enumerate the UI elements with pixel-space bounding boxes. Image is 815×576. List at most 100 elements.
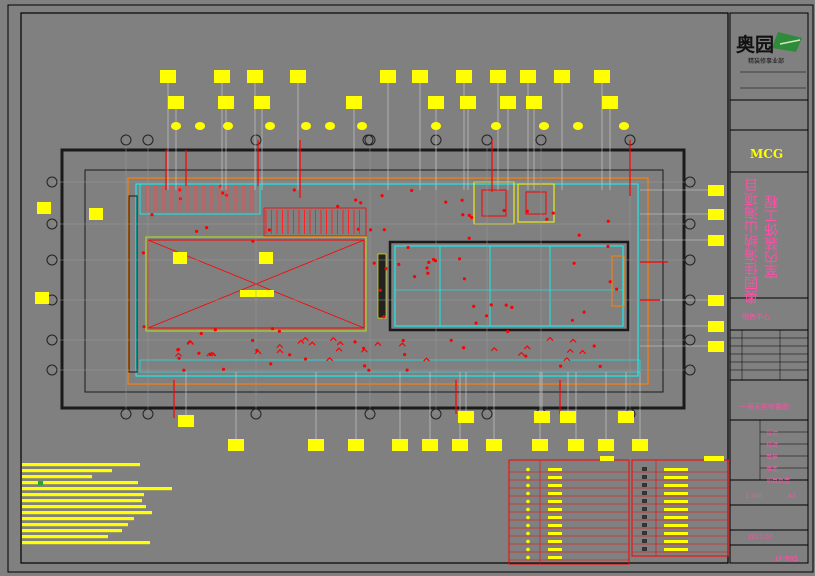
legend-symbol: [642, 515, 647, 519]
annotation-marker: [195, 122, 205, 130]
sig-row-2: 校对: [766, 442, 779, 449]
legend-symbol: [642, 539, 647, 543]
annotation-tag: [534, 411, 550, 423]
fixture-dot: [267, 228, 271, 232]
legend-symbol: [526, 523, 530, 528]
fixture-dot: [525, 209, 530, 213]
fixture-dot: [460, 198, 464, 202]
annotation-tag: [37, 202, 51, 214]
fixture-chevron: [301, 336, 309, 342]
note-line: [22, 487, 172, 491]
grid-bubble-bottom: [120, 408, 132, 420]
annotation-tag: [392, 439, 408, 451]
fixture-dot: [551, 211, 555, 215]
fixture-dot: [367, 368, 371, 372]
grid-bubble-bottom: [142, 408, 154, 420]
legend-symbol: [526, 499, 530, 504]
annotation-tag: [35, 292, 49, 304]
annotation-tag: [460, 96, 476, 109]
legend-symbol: [526, 467, 530, 472]
grid-bubble-bottom: [250, 408, 262, 420]
annotation-tag: [632, 439, 648, 451]
legend-symbol: [642, 507, 647, 511]
annotation-tag: [218, 96, 234, 109]
fixture-dot: [608, 280, 612, 284]
legend-label: [548, 532, 562, 535]
fixture-chevron: [517, 351, 525, 356]
legend-label: [548, 484, 562, 487]
right-rooms-wall: [388, 240, 630, 332]
fixture-dot: [384, 267, 388, 271]
fixture-dot: [474, 321, 478, 325]
legend-label: [548, 540, 562, 543]
fixture-strip: [193, 185, 198, 211]
fixture-dot: [467, 236, 471, 240]
grid-bubble-top: [535, 134, 547, 146]
fixture-dot: [353, 340, 357, 344]
annotation-marker: [301, 122, 311, 130]
main-hall-tag: [240, 290, 274, 297]
fixture-dot: [397, 262, 401, 266]
fixture-dot: [444, 200, 448, 204]
legend-header-tag: [600, 456, 614, 461]
fixture-dot: [292, 188, 296, 192]
fixture-chevron: [308, 341, 316, 346]
annotation-tags: [35, 70, 724, 451]
legend-symbol: [526, 491, 530, 496]
grid-bubble-left: [46, 218, 58, 230]
fixture-dot: [582, 310, 586, 314]
fixture-dot: [426, 271, 430, 275]
annotation-tag: [348, 439, 364, 451]
fixture-dot: [570, 318, 575, 322]
legend-label: [548, 516, 562, 519]
annotation-tag: [168, 96, 184, 109]
fixture-chevron: [206, 352, 214, 357]
annotation-tag: [708, 209, 724, 220]
grid-bubble-right: [684, 334, 696, 346]
legend-label: [548, 476, 562, 479]
fixture-strip: [225, 185, 230, 211]
fixture-chevron: [490, 346, 498, 352]
legend-label: [664, 516, 688, 519]
fixture-chevron: [276, 349, 284, 354]
fixture-dot: [251, 338, 255, 343]
annotation-tag: [526, 96, 542, 109]
annotation-tag: [89, 208, 103, 220]
fixture-strip: [217, 185, 222, 211]
legend-label: [664, 476, 688, 479]
fixture-dot: [363, 364, 367, 368]
annotation-tag: [247, 70, 263, 83]
annotation-tag: [214, 70, 230, 83]
fixture-dot: [221, 367, 226, 371]
grid-bubble-top: [142, 134, 154, 146]
fixture-dot: [545, 217, 549, 221]
fixture-dot: [269, 362, 273, 366]
fixture-dot: [502, 208, 506, 213]
top-room-2: [517, 183, 555, 223]
annotation-tag: [259, 252, 273, 264]
annotation-tag: [486, 439, 502, 451]
legend-label: [664, 548, 688, 551]
annotation-tag: [456, 70, 472, 83]
fixture-dot: [195, 229, 199, 233]
legend-symbol: [642, 547, 647, 551]
fixture-chevron: [423, 357, 430, 362]
annotation-tag: [520, 70, 536, 83]
fixture-dot: [472, 304, 476, 308]
legend-symbol: [642, 483, 647, 487]
left-column-wall: [128, 195, 138, 373]
fixture-dot: [467, 213, 471, 217]
fixture-strip: [241, 185, 246, 211]
legend-label: [548, 468, 562, 471]
fixture-dot: [484, 314, 489, 318]
fixture-dot: [354, 198, 358, 202]
fixture-chevron: [187, 340, 194, 346]
top-room-2-inner: [525, 191, 547, 215]
top-room-1-inner: [481, 189, 507, 217]
fixture-dot: [205, 226, 209, 230]
fixture-dot: [359, 201, 363, 205]
legend-label: [548, 492, 562, 495]
fixture-dot: [251, 239, 255, 243]
fixture-dot: [372, 261, 376, 265]
fixture-dot: [598, 364, 602, 368]
